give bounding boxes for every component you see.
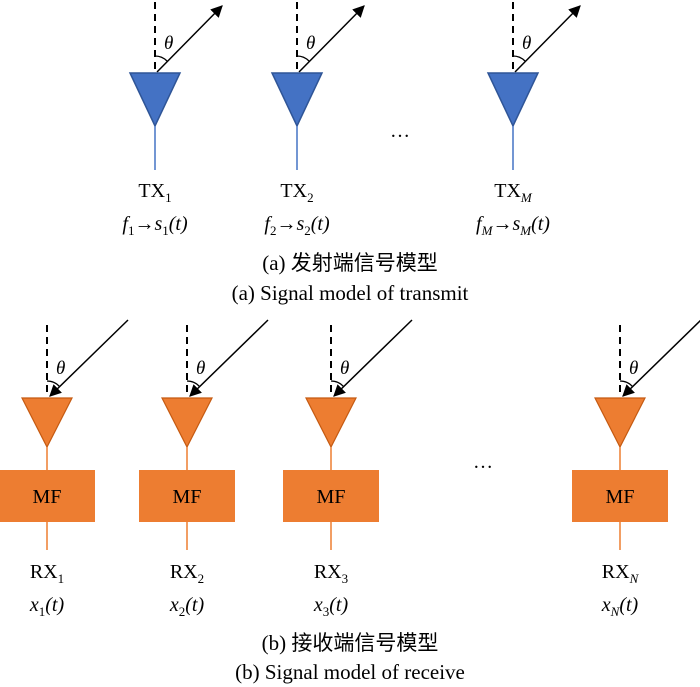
rx-antenna-4 xyxy=(594,397,646,449)
caption-receive-en: (b) Signal model of receive xyxy=(235,660,465,684)
tx-label-3: TXM xyxy=(494,180,533,205)
tx-theta-label-3: θ xyxy=(522,33,531,54)
rx-angle-arc-2 xyxy=(186,380,200,387)
mf-block-1 xyxy=(0,470,95,522)
tx-angle-arc-1 xyxy=(154,55,168,62)
tx-signal-2: f2→s2(t) xyxy=(264,213,330,238)
ellipsis-receive: … xyxy=(473,451,493,473)
caption-transmit-cn: (a) 发射端信号模型 xyxy=(262,251,438,275)
rx-incident-arrow-1 xyxy=(49,319,129,397)
tx-emit-arrow-1 xyxy=(156,5,223,73)
rx-antenna-1 xyxy=(21,397,73,449)
tx-antenna-2 xyxy=(270,72,324,128)
rx-label-1: RX1 xyxy=(30,561,64,586)
ellipsis-transmit: … xyxy=(390,120,410,142)
rx-element-2: θMF RX2 x2(t) xyxy=(139,319,269,619)
tx-antenna-3 xyxy=(486,72,540,128)
rx-label-4: RXN xyxy=(602,561,640,586)
rx-element-1: θMF RX1 x1(t) xyxy=(0,319,129,619)
tx-label-2: TX2 xyxy=(280,180,313,205)
mf-block-2 xyxy=(139,470,235,522)
rx-antenna-2 xyxy=(161,397,213,449)
caption-receive-cn: (b) 接收端信号模型 xyxy=(262,631,439,655)
tx-label-1: TX1 xyxy=(138,180,171,205)
mf-block-4 xyxy=(572,470,668,522)
tx-theta-label-1: θ xyxy=(164,33,173,54)
rx-label-3: RX3 xyxy=(314,561,348,586)
rx-angle-arc-1 xyxy=(46,380,60,387)
rx-angle-arc-4 xyxy=(619,380,633,387)
rx-incident-arrow-3 xyxy=(333,319,413,397)
rx-signal-2: x2(t) xyxy=(169,594,205,619)
rx-theta-label-1: θ xyxy=(56,358,65,379)
tx-angle-arc-3 xyxy=(512,55,526,62)
rx-theta-label-3: θ xyxy=(340,358,349,379)
rx-element-4: θMF RXN xN(t) xyxy=(572,319,700,619)
tx-theta-label-2: θ xyxy=(306,33,315,54)
mf-label-3: MF xyxy=(317,486,346,508)
rx-theta-label-2: θ xyxy=(196,358,205,379)
tx-signal-3: fM→sM(t) xyxy=(476,213,550,238)
rx-theta-label-4: θ xyxy=(629,358,638,379)
rx-angle-arc-3 xyxy=(330,380,344,387)
caption-transmit-en: (a) Signal model of transmit xyxy=(232,281,469,305)
mf-label-1: MF xyxy=(33,486,62,508)
mf-block-3 xyxy=(283,470,379,522)
tx-emit-arrow-3 xyxy=(514,5,581,73)
rx-antenna-3 xyxy=(305,397,357,449)
rx-signal-4: xN(t) xyxy=(601,594,639,619)
rx-signal-3: x3(t) xyxy=(313,594,349,619)
rx-element-3: θMF RX3 x3(t) xyxy=(283,319,413,619)
mf-label-2: MF xyxy=(173,486,202,508)
rx-signal-1: x1(t) xyxy=(29,594,65,619)
mf-label-4: MF xyxy=(606,486,635,508)
tx-emit-arrow-2 xyxy=(298,5,365,73)
rx-incident-arrow-4 xyxy=(622,319,700,397)
rx-incident-arrow-2 xyxy=(189,319,269,397)
receive-model: θMF RX1 x1(t) θMF RX2 x2(t) θMF RX3 x3(t) θMF RXN x… xyxy=(0,319,700,619)
tx-signal-1: f1→s1(t) xyxy=(122,213,188,238)
rx-label-2: RX2 xyxy=(170,561,204,586)
tx-antenna-1 xyxy=(128,72,182,128)
tx-angle-arc-2 xyxy=(296,55,310,62)
